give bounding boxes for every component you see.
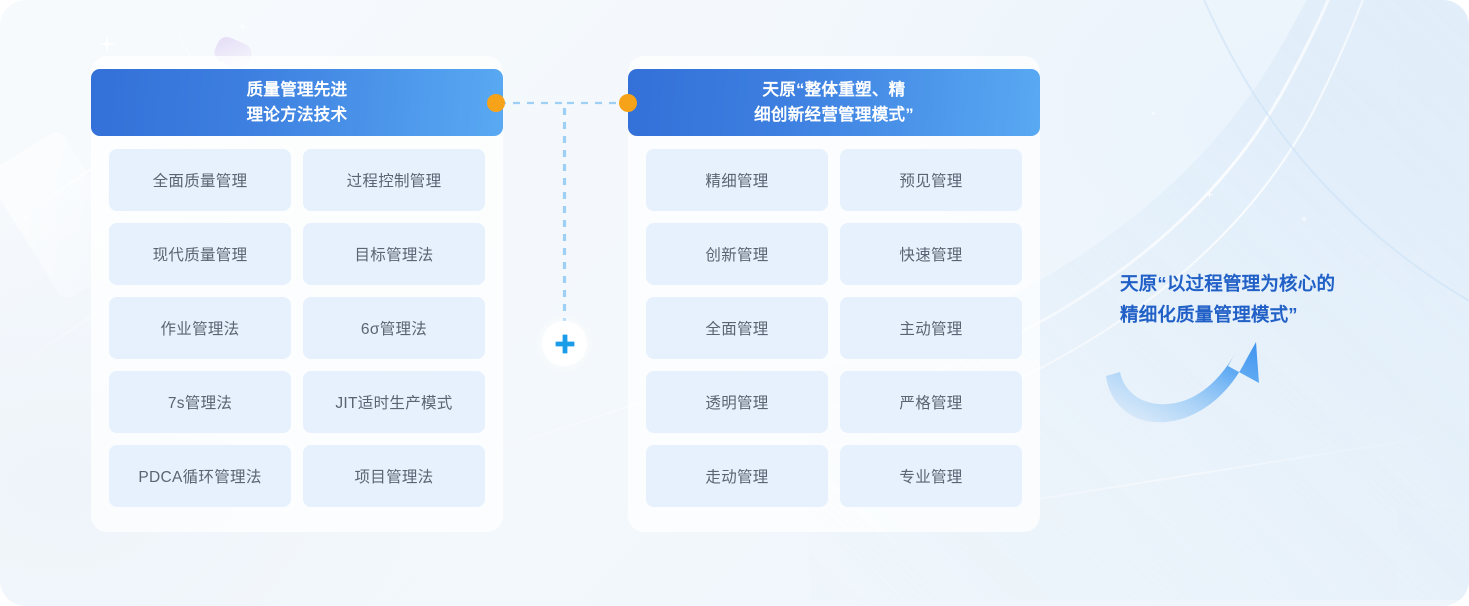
list-item[interactable]: 6σ管理法 bbox=[303, 297, 485, 359]
list-item[interactable]: 全面管理 bbox=[646, 297, 828, 359]
list-item[interactable]: 预见管理 bbox=[840, 149, 1022, 211]
list-item[interactable]: 现代质量管理 bbox=[109, 223, 291, 285]
sparkle-icon bbox=[1150, 110, 1157, 117]
right-panel-grid: 精细管理 预见管理 创新管理 快速管理 全面管理 主动管理 透明管理 严格管理 … bbox=[646, 149, 1022, 507]
sparkle-icon bbox=[238, 22, 247, 31]
list-item[interactable]: 快速管理 bbox=[840, 223, 1022, 285]
list-item[interactable]: 走动管理 bbox=[646, 445, 828, 507]
left-panel-header: 质量管理先进 理论方法技术 bbox=[91, 69, 503, 136]
left-panel: 质量管理先进 理论方法技术 全面质量管理 过程控制管理 现代质量管理 目标管理法… bbox=[91, 56, 503, 532]
list-item[interactable]: 精细管理 bbox=[646, 149, 828, 211]
dot-icon bbox=[619, 94, 637, 112]
sparkle-icon bbox=[98, 35, 116, 53]
list-item[interactable]: 全面质量管理 bbox=[109, 149, 291, 211]
list-item[interactable]: 专业管理 bbox=[840, 445, 1022, 507]
list-item[interactable]: 过程控制管理 bbox=[303, 149, 485, 211]
caption-line2: 精细化质量管理模式” bbox=[1120, 304, 1298, 325]
left-panel-title-line2: 理论方法技术 bbox=[246, 105, 348, 124]
plus-operator-node bbox=[542, 321, 587, 366]
list-item[interactable]: JIT适时生产模式 bbox=[303, 371, 485, 433]
list-item[interactable]: 创新管理 bbox=[646, 223, 828, 285]
list-item[interactable]: 项目管理法 bbox=[303, 445, 485, 507]
right-panel: 天原“整体重塑、精 细创新经营管理模式” 精细管理 预见管理 创新管理 快速管理… bbox=[628, 56, 1040, 532]
list-item[interactable]: 目标管理法 bbox=[303, 223, 485, 285]
right-panel-header: 天原“整体重塑、精 细创新经营管理模式” bbox=[628, 69, 1040, 136]
curved-arrow-icon bbox=[1106, 342, 1259, 423]
connector-bracket bbox=[499, 101, 630, 350]
plus-icon bbox=[555, 334, 574, 353]
list-item[interactable]: 主动管理 bbox=[840, 297, 1022, 359]
list-item[interactable]: 严格管理 bbox=[840, 371, 1022, 433]
list-item[interactable]: PDCA循环管理法 bbox=[109, 445, 291, 507]
sparkle-icon bbox=[1300, 215, 1308, 223]
left-panel-grid: 全面质量管理 过程控制管理 现代质量管理 目标管理法 作业管理法 6σ管理法 7… bbox=[109, 149, 485, 507]
result-caption: 天原“以过程管理为核心的 精细化质量管理模式” bbox=[1120, 268, 1420, 330]
list-item[interactable]: 透明管理 bbox=[646, 371, 828, 433]
left-panel-title-line1: 质量管理先进 bbox=[246, 80, 348, 99]
list-item[interactable]: 7s管理法 bbox=[109, 371, 291, 433]
sparkle-icon bbox=[20, 212, 31, 223]
caption-line1: 天原“以过程管理为核心的 bbox=[1120, 273, 1336, 294]
right-panel-title-line2: 细创新经营管理模式” bbox=[754, 105, 914, 124]
right-panel-title-line1: 天原“整体重塑、精 bbox=[762, 80, 906, 99]
sparkle-icon bbox=[1205, 190, 1214, 199]
dot-icon bbox=[487, 94, 505, 112]
list-item[interactable]: 作业管理法 bbox=[109, 297, 291, 359]
